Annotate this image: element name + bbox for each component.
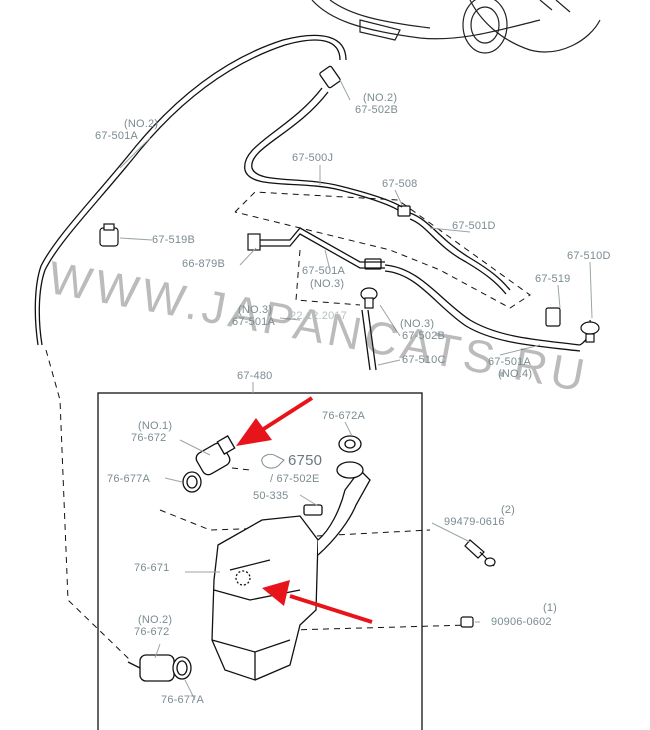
label-67-502B-top: 67-502B [355,104,398,116]
label-no4: (NO.4) [498,368,533,380]
label-90906-0602: 90906-0602 [491,616,552,628]
label-no1: (NO.1) [138,420,173,432]
label-67-501D: 67-501D [452,220,496,232]
label-67-519B: 67-519B [152,234,195,246]
label-67-510D: 67-510D [567,250,611,262]
label-99479-0616: 99479-0616 [444,516,505,528]
label-67-519: 67-519 [535,273,571,285]
label-67-508: 67-508 [382,178,418,190]
red-arrows [236,396,373,624]
label-76-677A-top: 76-677A [107,473,150,485]
label-76-672-top: 76-672 [131,432,167,444]
label-76-671: 76-671 [134,562,170,574]
label-67-500J: 67-500J [292,152,334,164]
vehicle-outline [311,0,601,54]
clip-parts [99,223,600,343]
tank-assembly-frame [97,392,423,730]
label-no2-top: (NO.2) [363,92,398,104]
bolts [460,539,496,628]
washer-tank [211,435,371,681]
label-67-501A-no3: 67-501A [232,316,275,328]
label-67-510C: 67-510C [402,354,446,366]
label-67-502B-right: 67-502B [402,330,445,342]
label-no2-bottom: (NO.2) [138,614,173,626]
label-76-672A: 76-672A [322,410,365,422]
label-paren-2: (2) [501,504,516,516]
label-no3-right: (NO.3) [400,318,435,330]
label-no2-left: (NO.2) [124,118,159,130]
label-no3-mid: (NO.3) [310,278,345,290]
label-67-501A-left: 67-501A [95,130,138,142]
label-76-677A-bottom: 76-677A [161,694,204,706]
leader-lines [119,79,593,701]
label-no3-left: (NO.3) [238,304,273,316]
label-6750: 6750 [288,452,323,469]
label-67-501A-mid: 67-501A [302,265,345,277]
label-67-480: 67-480 [237,370,273,382]
label-67-501A-right: 67-501A [488,356,531,368]
label-67-502E: / 67-502E [270,473,320,485]
washer-pumps [127,435,236,682]
label-paren-1: (1) [543,602,558,614]
label-50-335: 50-335 [253,490,289,502]
label-66-879B: 66-879B [182,258,225,270]
label-date-stamp: 22.12.2017 [290,310,348,322]
part-ref-symbol [261,453,285,469]
label-76-672-bottom: 76-672 [134,626,170,638]
